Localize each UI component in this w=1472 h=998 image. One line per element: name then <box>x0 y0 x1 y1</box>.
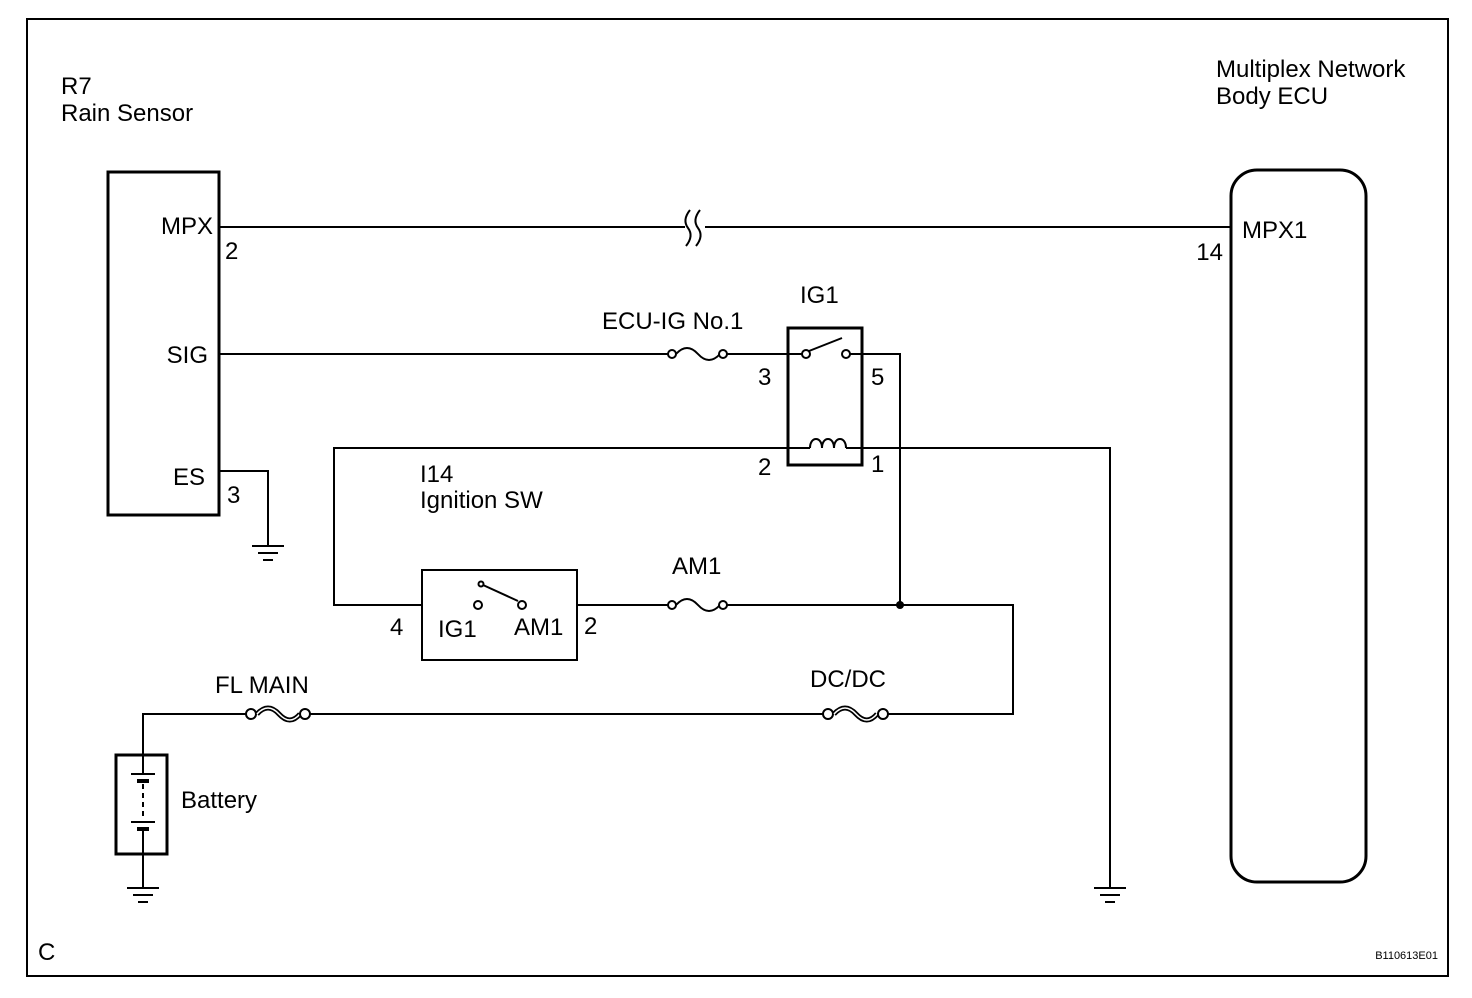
ignition-contact-am1: AM1 <box>514 614 563 641</box>
relay-pin-5: 5 <box>871 364 884 391</box>
fuse-dcdc <box>822 705 889 723</box>
fuse-fl-main <box>245 705 311 723</box>
relay-pin5-wire <box>850 353 901 605</box>
battery-icon <box>131 755 155 854</box>
ignition-switch-contact <box>473 580 527 610</box>
pin-label-es: ES <box>173 464 205 491</box>
body-ecu-pin-number: 14 <box>1196 239 1223 266</box>
diagram-frame <box>26 18 1449 977</box>
fuse-dcdc-label: DC/DC <box>810 666 886 693</box>
junction-dot <box>896 601 904 609</box>
rain-sensor-box <box>106 170 221 517</box>
relay-pin-1: 1 <box>871 451 884 478</box>
ignition-pin-2: 2 <box>584 613 597 640</box>
ground-symbol-battery <box>127 887 159 903</box>
fuse-fl-main-label: FL MAIN <box>215 672 309 699</box>
relay-switch-contact <box>801 337 851 359</box>
es-ground-wire <box>219 470 269 546</box>
rain-sensor-code: R7 <box>61 73 92 100</box>
ignition-contact-ig1: IG1 <box>438 616 477 643</box>
relay-name: IG1 <box>800 282 839 309</box>
body-ecu-box <box>1229 168 1368 884</box>
fuse-ecu-ig <box>667 347 728 361</box>
relay-coil-ground-wire <box>862 447 1111 888</box>
battery-to-fl-main-wire <box>142 713 246 755</box>
relay-coil-ignition-wire <box>333 447 788 606</box>
ignition-switch-name: Ignition SW <box>420 487 543 514</box>
battery-label: Battery <box>181 787 257 814</box>
rain-sensor-name: Rain Sensor <box>61 100 193 127</box>
ignition-pin-4: 4 <box>390 614 403 641</box>
pin-label-mpx: MPX <box>161 213 213 240</box>
pin-number-es: 3 <box>227 482 240 509</box>
fuse-am1 <box>667 598 728 612</box>
fuse-ecu-ig-label: ECU-IG No.1 <box>602 308 743 335</box>
relay-pin-3: 3 <box>758 364 771 391</box>
mpx-wire <box>219 209 1231 247</box>
body-ecu-name-line2: Body ECU <box>1216 83 1328 110</box>
battery-box <box>114 753 169 856</box>
ignition-switch-code: I14 <box>420 461 453 488</box>
am1-to-dcdc-wire <box>727 604 1014 715</box>
ground-symbol-es <box>252 545 284 561</box>
ignition-switch-box <box>421 569 578 661</box>
pin-label-sig: SIG <box>167 342 208 369</box>
relay-box <box>786 326 864 467</box>
ground-symbol-relay <box>1094 887 1126 903</box>
figure-code: B110613E01 <box>1375 950 1438 962</box>
corner-mark-c: C <box>38 939 55 966</box>
pin-number-mpx: 2 <box>225 238 238 265</box>
body-ecu-name-line1: Multiplex Network <box>1216 56 1406 83</box>
fuse-am1-label: AM1 <box>672 553 721 580</box>
body-ecu-pin-label: MPX1 <box>1242 217 1307 244</box>
relay-coil-icon <box>788 438 862 449</box>
relay-pin-2: 2 <box>758 454 771 481</box>
